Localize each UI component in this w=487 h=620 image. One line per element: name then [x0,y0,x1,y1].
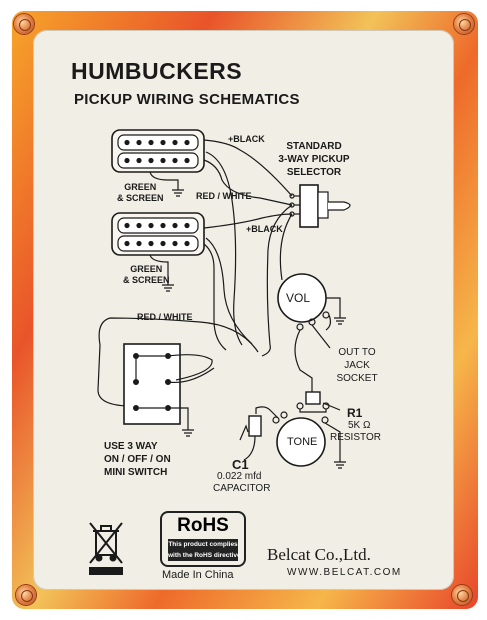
label-red-white-left: RED / WHITE [137,312,193,322]
label-vol: VOL [286,291,311,305]
crossed-bin-icon [89,522,123,575]
resistor-r1 [296,391,341,413]
label-capacitor: CAPACITOR [213,483,271,494]
label-c1-value: 0.022 mfd [217,471,262,482]
rohs-note: This product complies with the RoHS dire… [168,539,241,561]
label-c1: C1 [232,457,249,472]
label-resistor: RESISTOR [330,432,381,443]
screw-icon [14,14,34,34]
company-url: WWW.BELCAT.COM [287,567,402,578]
label-selector: STANDARD 3-WAY PICKUP SELECTOR [278,141,350,178]
label-out-to-jack: OUT TO JACK SOCKET [336,347,378,384]
label-green-screen-top: GREEN & SCREEN [117,182,164,203]
page-subtitle: PICKUP WIRING SCHEMATICS [74,91,300,108]
screw-icon [454,14,474,34]
screw-icon [16,585,36,605]
label-mini-switch: USE 3 WAY ON / OFF / ON MINI SWITCH [104,441,171,478]
pickup-selector-switch [289,184,351,228]
label-r1-value: 5K Ω [348,420,371,431]
company-name: Belcat Co.,Ltd. [267,545,371,564]
rohs-badge: RoHS This product complies with the RoHS… [160,511,246,567]
humbucker-top [111,129,205,173]
label-r1: R1 [347,406,363,420]
mini-switch [123,343,181,425]
label-red-white-top: RED / WHITE [196,191,252,201]
rohs-logo-text: RoHS [177,515,229,536]
page-title: HUMBUCKERS [71,58,243,84]
label-panel [33,30,454,590]
label-green-screen-bottom: GREEN & SCREEN [123,264,170,285]
screw-icon [452,585,472,605]
humbucker-bottom [111,212,205,256]
label-plus-black-top: +BLACK [228,134,265,144]
made-in-label: Made In China [162,569,234,581]
capacitor-c1 [239,415,262,461]
label-tone: TONE [287,436,318,448]
label-plus-black-bottom: +BLACK [246,224,283,234]
